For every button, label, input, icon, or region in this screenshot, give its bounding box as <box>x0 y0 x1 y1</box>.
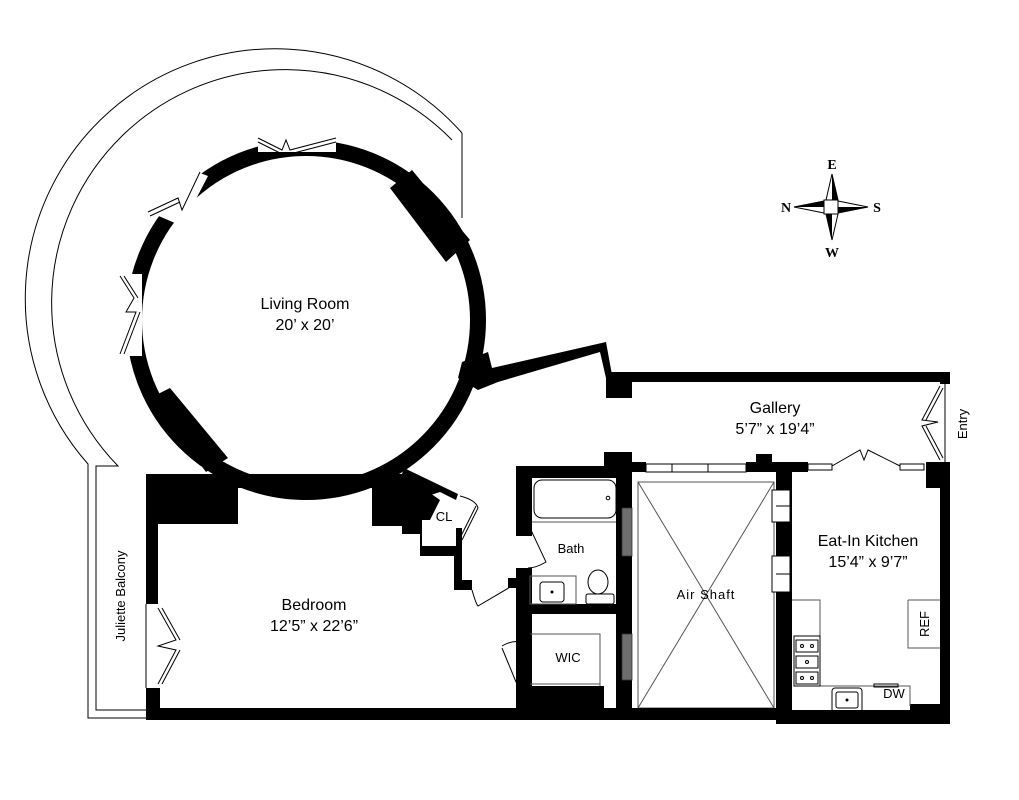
closet-door <box>459 495 479 541</box>
air-shaft-label: Air Shaft <box>677 587 736 602</box>
living-room-windows <box>119 137 337 355</box>
bedroom-walls <box>145 468 632 720</box>
compass-east-label: E <box>827 158 836 173</box>
living-room-walls <box>116 130 486 500</box>
compass-west-label: W <box>825 246 839 261</box>
dishwasher-label: DW <box>883 686 905 701</box>
bedroom-door <box>471 585 513 607</box>
wic-label: WIC <box>555 650 580 665</box>
balcony-outline <box>24 48 463 719</box>
gallery-dims: 5’7” x 19’4” <box>735 421 814 438</box>
compass-south-label: S <box>873 201 881 216</box>
bedroom-name: Bedroom <box>282 597 347 614</box>
connector-wall <box>458 342 612 390</box>
kitchen-dims: 15’4” x 9’7” <box>828 554 907 571</box>
closet-label: CL <box>436 509 453 524</box>
entry-label: Entry <box>955 408 970 439</box>
bedroom-dims: 12’5” x 22’6” <box>270 618 358 635</box>
balcony-label: Juliette Balcony <box>113 550 128 642</box>
bath-block <box>501 452 633 720</box>
living-room-dims: 20’ x 20’ <box>276 317 335 334</box>
air-shaft <box>632 481 776 720</box>
kitchen-name: Eat-In Kitchen <box>818 533 919 550</box>
gallery-name: Gallery <box>750 400 801 417</box>
refrigerator-label: REF <box>917 611 932 637</box>
compass-rose <box>793 173 869 241</box>
bath-label: Bath <box>558 541 585 556</box>
kitchen-walls <box>771 472 950 724</box>
compass-north-label: N <box>781 201 791 216</box>
living-room-name: Living Room <box>261 296 350 313</box>
